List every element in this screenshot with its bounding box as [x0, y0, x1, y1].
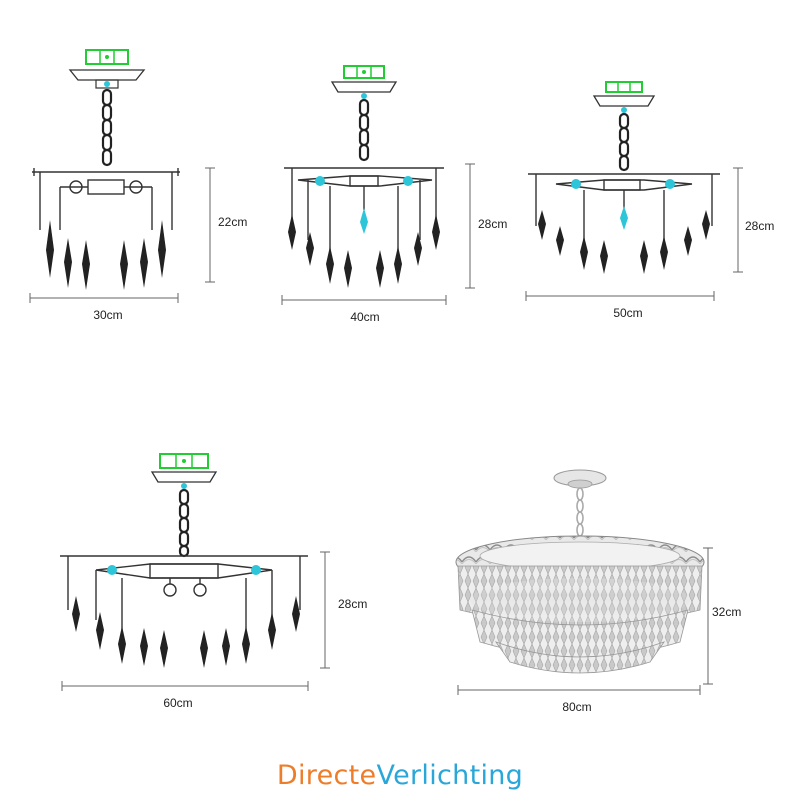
- width-label: 30cm: [93, 308, 122, 322]
- brand-name-part2: Verlichting: [376, 760, 524, 791]
- frame: [284, 167, 444, 250]
- chandelier-50cm: 50cm 28cm: [525, 81, 774, 320]
- brand-name-part1: Directe: [276, 760, 377, 791]
- height-label: 28cm: [338, 597, 367, 611]
- ceiling-canopy: [553, 469, 607, 489]
- chain: [576, 487, 584, 537]
- dimension-lines: [61, 551, 330, 691]
- dimension-lines: [281, 163, 475, 305]
- crystal-drops: [72, 596, 300, 668]
- frame: [60, 555, 308, 630]
- chandelier-40cm: 40cm 28cm: [281, 65, 507, 324]
- bulbs: [571, 179, 675, 230]
- height-label: 22cm: [218, 215, 247, 229]
- crystal-drops: [538, 210, 710, 274]
- chain: [358, 98, 370, 162]
- dimension-lines: [29, 167, 215, 303]
- width-label: 60cm: [163, 696, 192, 710]
- chain: [178, 488, 190, 558]
- ceiling-canopy: [150, 453, 218, 489]
- chain: [618, 112, 630, 172]
- frame: [32, 168, 180, 230]
- ceiling-canopy: [330, 65, 398, 99]
- ceiling-canopy: [592, 81, 656, 113]
- chandelier-60cm: 60cm 28cm: [60, 453, 367, 710]
- height-label: 28cm: [745, 219, 774, 233]
- height-label: 32cm: [712, 605, 741, 619]
- chandelier-80cm-photo: 80cm 32cm: [455, 469, 741, 714]
- bulbs: [315, 176, 413, 234]
- crystal-drops: [288, 214, 440, 288]
- crystal-body: [455, 535, 705, 674]
- width-label: 40cm: [350, 310, 379, 324]
- ceiling-canopy: [68, 49, 146, 89]
- chain: [101, 88, 113, 167]
- width-label: 80cm: [562, 700, 591, 714]
- crystal-drops: [46, 220, 166, 290]
- height-label: 28cm: [478, 217, 507, 231]
- dimension-lines: [525, 167, 743, 301]
- brand-logo: DirecteVerlichting: [0, 760, 800, 791]
- width-label: 50cm: [613, 306, 642, 320]
- bulbs: [107, 565, 261, 575]
- chandelier-30cm: 30cm 22cm: [29, 49, 247, 322]
- dimension-lines: [457, 547, 713, 695]
